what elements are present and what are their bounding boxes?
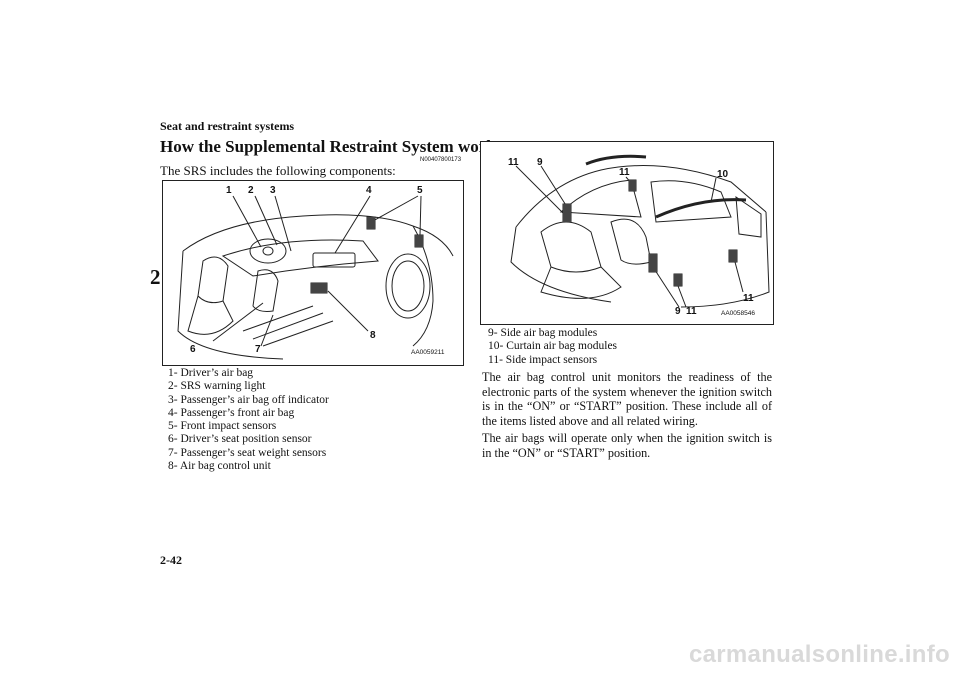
callout-1: 1 xyxy=(226,185,232,196)
figure2-code: AA0058546 xyxy=(721,310,755,317)
car-side-illustration xyxy=(510,154,770,308)
callout-6: 6 xyxy=(190,344,196,355)
callout-2: 2 xyxy=(248,185,254,196)
callout-8: 8 xyxy=(370,330,376,341)
legend-item: 3- Passenger’s air bag off indicator xyxy=(168,393,329,406)
watermark: carmanualsonline.info xyxy=(688,641,950,668)
legend-item: 11- Side impact sensors xyxy=(488,353,598,366)
legend-list-2: 9- Side air bag modules 10- Curtain air … xyxy=(488,327,617,367)
callout-10: 10 xyxy=(717,169,729,180)
callout-11: 11 xyxy=(508,157,519,168)
callout-7: 7 xyxy=(255,344,261,355)
section-header: Seat and restraint systems xyxy=(160,119,295,133)
page-number: 2-42 xyxy=(160,553,182,567)
legend-item: 6- Driver’s seat position sensor xyxy=(168,433,312,446)
side-airbag-figure: 11 9 11 10 11 9 11 AA0058546 xyxy=(480,141,774,325)
chapter-tab-number: 2 xyxy=(150,265,161,289)
callout-11: 11 xyxy=(686,306,697,317)
legend-list-1: 1- Driver’s air bag 2- SRS warning light… xyxy=(168,367,329,473)
callout-4: 4 xyxy=(366,185,372,196)
figure1-code: AA0059211 xyxy=(411,349,445,356)
legend-item: 9- Side air bag modules xyxy=(488,327,598,339)
legend-item: 7- Passenger’s seat weight sensors xyxy=(168,446,327,459)
legend-item: 5- Front impact sensors xyxy=(168,420,277,433)
legend-item: 2- SRS warning light xyxy=(168,380,266,393)
car-interior-illustration xyxy=(177,195,454,360)
legend-item: 4- Passenger’s front air bag xyxy=(168,406,295,419)
doc-code: N00407800173 xyxy=(420,157,462,163)
legend-item: 1- Driver’s air bag xyxy=(168,367,254,379)
callout-9: 9 xyxy=(675,306,681,317)
callout-9: 9 xyxy=(537,157,543,168)
callout-5: 5 xyxy=(417,185,423,196)
legend-item: 8- Air bag control unit xyxy=(168,460,271,473)
intro-text: The SRS includes the following component… xyxy=(160,163,396,178)
srs-components-figure: 1 2 3 4 5 6 7 8 AA0059211 xyxy=(162,180,464,366)
body-paragraph: The air bag control unit monitors the re… xyxy=(482,370,772,428)
legend-item: 10- Curtain air bag modules xyxy=(488,340,618,353)
body-paragraph: The air bags will operate only when the … xyxy=(482,431,772,460)
callout-11: 11 xyxy=(743,293,754,304)
callout-11: 11 xyxy=(619,167,630,178)
callout-3: 3 xyxy=(270,185,276,196)
page-title: How the Supplemental Restraint System wo… xyxy=(160,137,503,156)
